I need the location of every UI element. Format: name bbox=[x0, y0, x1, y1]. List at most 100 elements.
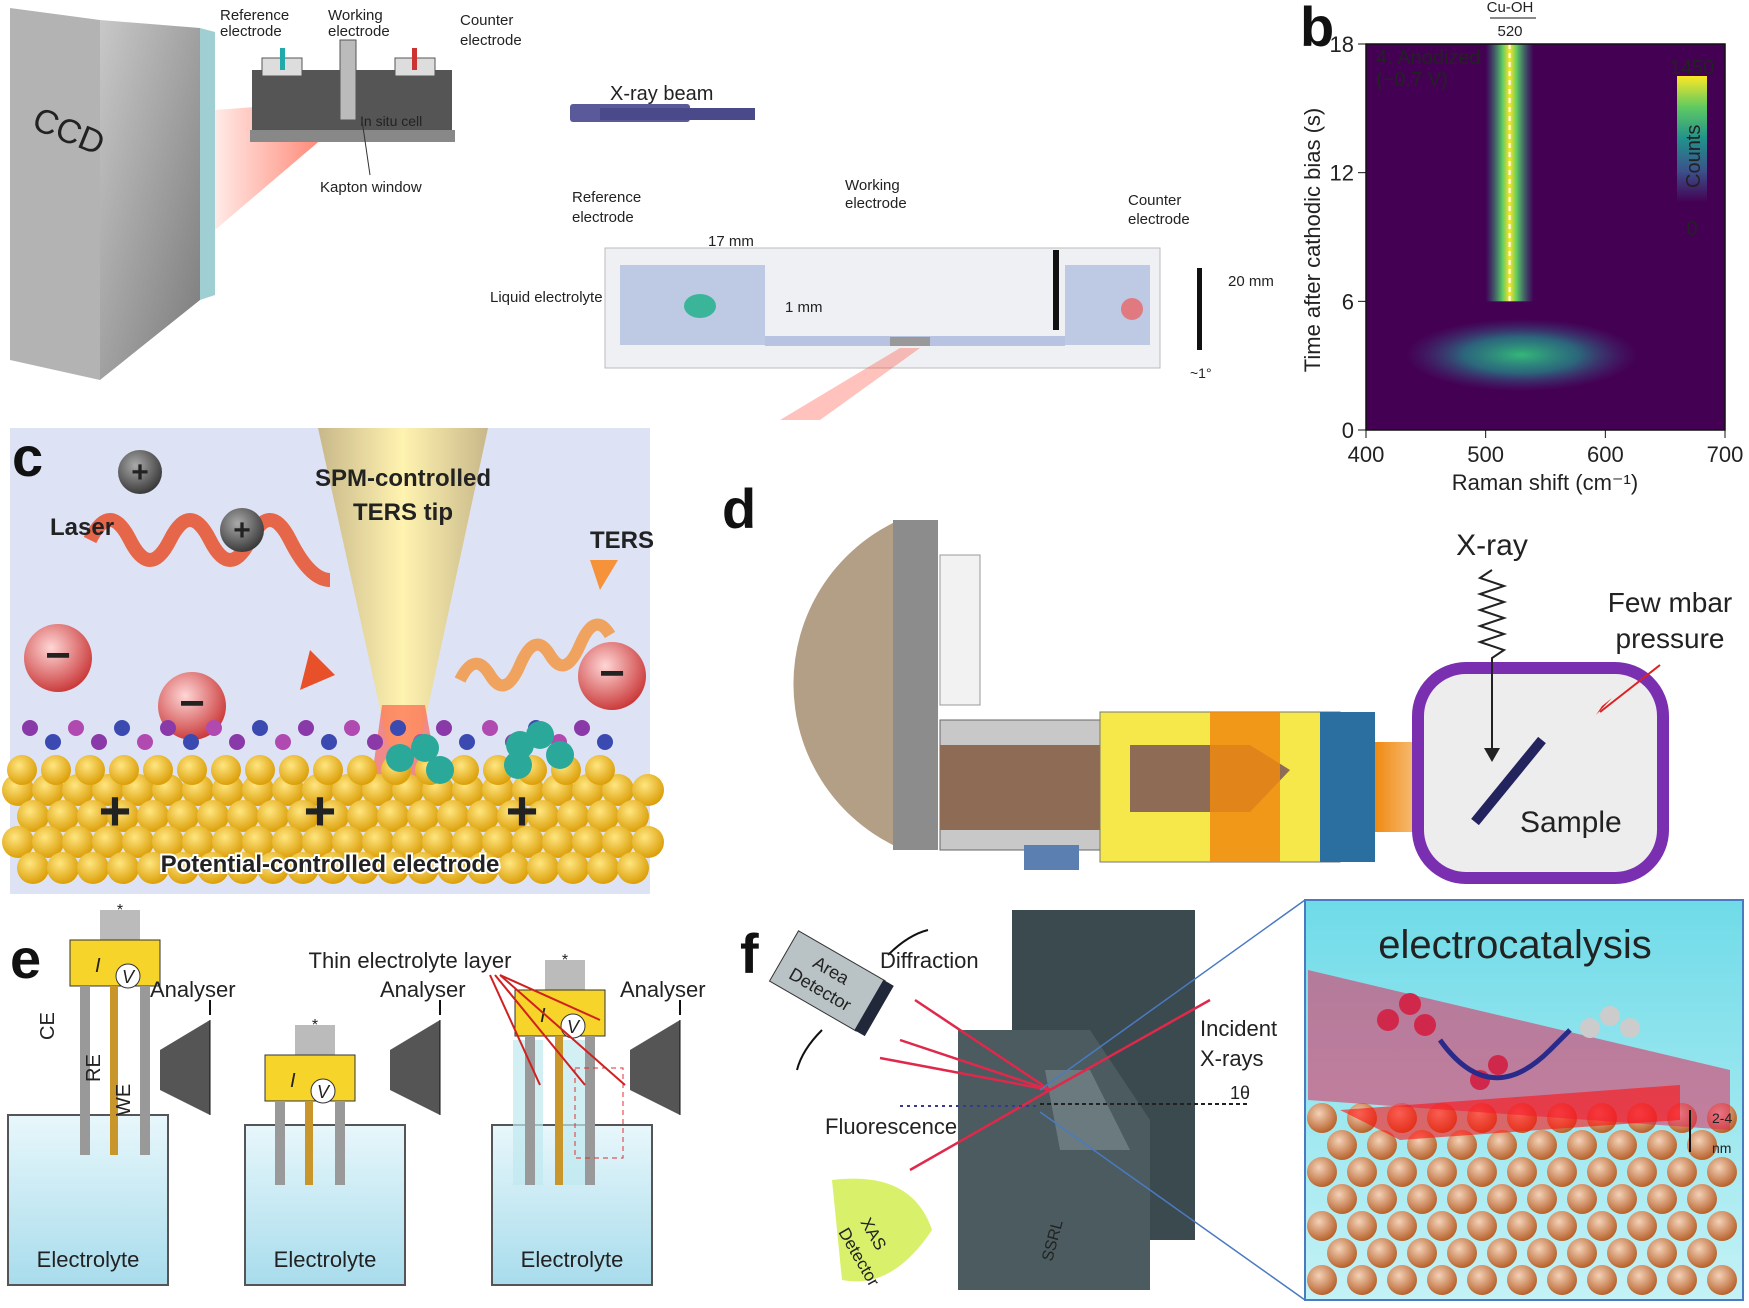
gold-atom bbox=[167, 800, 199, 832]
counter-electrode-rod bbox=[585, 1036, 595, 1185]
adsorbate bbox=[137, 734, 153, 750]
gold-atom bbox=[17, 800, 49, 832]
adsorbate bbox=[459, 734, 475, 750]
gold-atom bbox=[2, 826, 34, 858]
gold-atom bbox=[313, 755, 343, 785]
gold-atom bbox=[227, 852, 259, 884]
laser-arrowhead bbox=[300, 650, 335, 690]
reference-electrode-rod bbox=[525, 1036, 535, 1185]
cell-cross-section: Reference electrode Working electrode Co… bbox=[490, 177, 1274, 420]
cu-atom bbox=[1707, 1211, 1737, 1241]
gold-atom bbox=[47, 800, 79, 832]
svg-text:−: − bbox=[179, 679, 205, 728]
gold-atom bbox=[47, 852, 79, 884]
adsorbate bbox=[91, 734, 107, 750]
gold-atom bbox=[137, 852, 169, 884]
adsorbed-cluster-atom bbox=[411, 734, 439, 762]
gold-electrode bbox=[2, 755, 664, 884]
gold-atom bbox=[77, 800, 109, 832]
gold-atom bbox=[17, 852, 49, 884]
working-electrode-label-2: electrode bbox=[328, 23, 390, 40]
gold-atom bbox=[279, 755, 309, 785]
liquid-electrolyte-label: Liquid electrolyte bbox=[490, 289, 603, 306]
cu-atom bbox=[1647, 1238, 1677, 1268]
anion-ion: − bbox=[24, 624, 92, 692]
reaction-arrow bbox=[1437, 1028, 1572, 1081]
electrocatalysis-label: electrocatalysis bbox=[1378, 923, 1651, 967]
dim-20mm-label: 20 mm bbox=[1228, 273, 1274, 290]
cu-atom bbox=[1387, 1211, 1417, 1241]
cell-mount bbox=[295, 1025, 335, 1055]
pressure-label-1: Few mbar bbox=[1608, 587, 1732, 618]
ccd-detector: CCD bbox=[10, 8, 215, 380]
heatmap-frame bbox=[1365, 43, 1726, 431]
gold-atom bbox=[347, 755, 377, 785]
panel-d-label: d bbox=[722, 477, 756, 540]
working-electrode-rod bbox=[110, 986, 118, 1155]
gold-atom bbox=[377, 852, 409, 884]
svg-text:−: − bbox=[599, 649, 625, 698]
zoom-line-top bbox=[1039, 899, 1306, 1091]
gold-atom bbox=[512, 826, 544, 858]
electrolyte-label: Electrolyte bbox=[37, 1247, 140, 1272]
adsorbate bbox=[183, 734, 199, 750]
in-situ-cell-top: In situ cell Reference electrode Working… bbox=[220, 7, 522, 196]
electrode-plus-signs: + + + bbox=[99, 779, 539, 842]
voltage-symbol: V bbox=[122, 967, 136, 987]
scale-label-1: 2-4 bbox=[1712, 1110, 1732, 1126]
xs-reference-label-2: electrode bbox=[572, 209, 634, 226]
adsorbate bbox=[597, 734, 613, 750]
adsorbate bbox=[344, 720, 360, 736]
cu-atom bbox=[1707, 1265, 1737, 1295]
gold-atom bbox=[212, 826, 244, 858]
x-tick-label: 400 bbox=[1348, 442, 1385, 467]
analyser-label: Analyser bbox=[620, 977, 706, 1002]
cu-atom bbox=[1367, 1184, 1397, 1214]
gold-atom bbox=[245, 755, 275, 785]
theta-label: 1θ bbox=[1230, 1083, 1250, 1103]
gold-atom bbox=[557, 800, 589, 832]
gold-atom bbox=[587, 852, 619, 884]
adsorbate bbox=[114, 720, 130, 736]
gold-atom bbox=[497, 852, 529, 884]
analyser-flange bbox=[893, 520, 938, 850]
panel-d: d Sample X-ray Few mbar pressure bbox=[722, 477, 1732, 884]
tip-label-2: TERS tip bbox=[353, 499, 453, 526]
xray-beam-tube: X-ray beam bbox=[570, 83, 755, 122]
cu-atom bbox=[1487, 1184, 1517, 1214]
inset-title: 4. Anodized bbox=[1376, 47, 1481, 69]
gold-atom bbox=[392, 826, 424, 858]
gold-atom bbox=[257, 800, 289, 832]
cation-ion: + bbox=[220, 508, 264, 552]
diffraction-label: Diffraction bbox=[880, 948, 979, 973]
cu-atom bbox=[1707, 1157, 1737, 1187]
y-tick-label: 0 bbox=[1342, 418, 1354, 443]
beam-footprint bbox=[1340, 1085, 1680, 1140]
panel-a: a CCD In situ cell Reference electrode W… bbox=[10, 0, 1274, 420]
adsorbate bbox=[68, 720, 84, 736]
cu-atom bbox=[1407, 1184, 1437, 1214]
cu-atom bbox=[1687, 1130, 1717, 1160]
cell-mount bbox=[100, 910, 140, 940]
gold-atom bbox=[167, 852, 199, 884]
analyser-cone bbox=[390, 1020, 440, 1115]
cu-atom bbox=[1507, 1211, 1537, 1241]
adsorbate bbox=[298, 720, 314, 736]
nozzle-flange-blue bbox=[1320, 712, 1375, 862]
cu-atom bbox=[1547, 1211, 1577, 1241]
electrolyte-label: Electrolyte bbox=[521, 1247, 624, 1272]
in-situ-cell-label: In situ cell bbox=[360, 113, 422, 129]
gold-atom bbox=[227, 800, 259, 832]
gold-atom bbox=[107, 800, 139, 832]
gold-atom bbox=[7, 755, 37, 785]
cu-atom bbox=[1327, 1130, 1357, 1160]
voltmeter-circle bbox=[115, 963, 141, 989]
gold-atom bbox=[137, 800, 169, 832]
xs-counter-label-2: electrode bbox=[1128, 211, 1190, 228]
xray-wave bbox=[1476, 569, 1508, 755]
cu-atom bbox=[1507, 1265, 1537, 1295]
we-label: WE bbox=[113, 1084, 135, 1116]
pressure-label-2: pressure bbox=[1616, 623, 1725, 654]
cu-atom bbox=[1447, 1130, 1477, 1160]
